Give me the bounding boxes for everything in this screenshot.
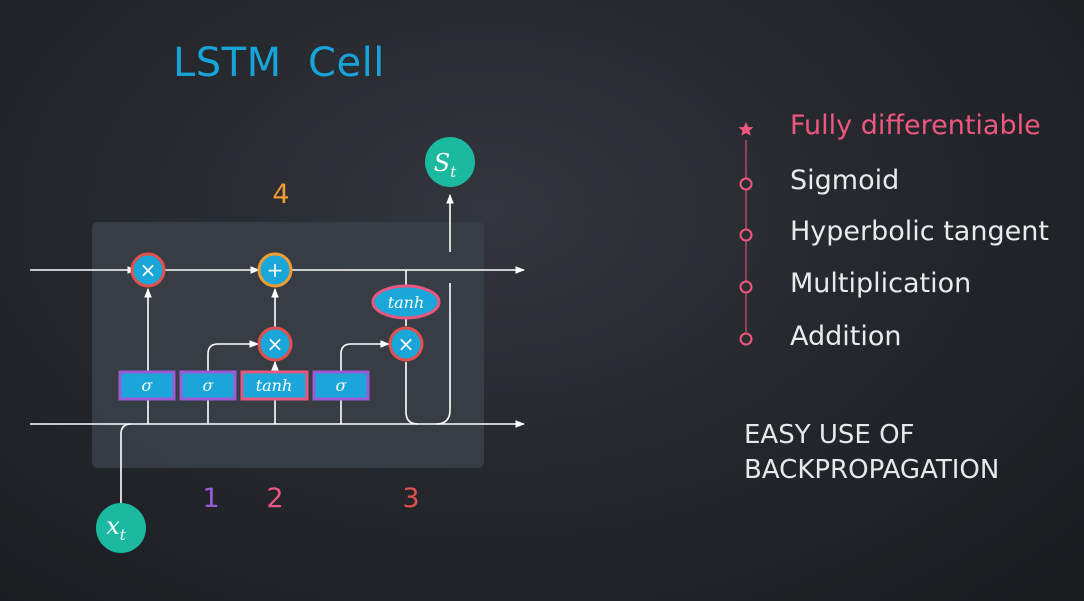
bullet-circle-icon <box>739 332 753 346</box>
gate4-out <box>340 340 390 372</box>
input-riser <box>120 423 132 508</box>
gate-sigma-2-label: σ <box>203 376 215 395</box>
step-number-4: 4 <box>272 179 289 210</box>
feature-label: Sigmoid <box>790 165 900 196</box>
step-number-3: 3 <box>402 483 419 514</box>
output-multiply-node: × <box>388 326 424 362</box>
step-number-2: 2 <box>266 483 283 514</box>
add-node: + <box>257 252 293 288</box>
svg-text:St: St <box>434 149 457 181</box>
forget-multiply-symbol: × <box>140 258 157 282</box>
step-number-1: 1 <box>202 483 219 514</box>
gate2-out <box>207 340 259 372</box>
gate-sigma-1-label: σ <box>142 376 154 395</box>
svg-text:xt: xt <box>106 512 127 544</box>
feature-label: Multiplication <box>790 268 972 299</box>
feature-label: Fully differentiable <box>790 110 1041 141</box>
input-xt-subscript: t <box>120 526 127 544</box>
output-st-node: St <box>425 137 475 187</box>
add-symbol: + <box>267 258 284 282</box>
bullet-circle-icon <box>739 177 753 191</box>
output-tanh: tanh <box>371 284 441 320</box>
backprop-note-line-2: BACKPROPAGATION <box>744 455 1000 485</box>
bullet-circle-icon <box>739 228 753 242</box>
input-xt-label: x <box>106 512 120 540</box>
gate-sigma-3-label: σ <box>336 376 348 395</box>
gate-sigma-3: σ <box>312 370 370 401</box>
forget-multiply-node: × <box>130 252 166 288</box>
bullet-circle-icon <box>739 280 753 294</box>
mult3-down <box>405 362 419 425</box>
output-tanh-label: tanh <box>388 293 425 312</box>
output-st-subscript: t <box>450 163 457 181</box>
backprop-note-line-1: EASY USE OF <box>744 420 915 450</box>
feature-label: Hyperbolic tangent <box>790 216 1049 247</box>
output-multiply-symbol: × <box>398 332 415 356</box>
output-st-label: S <box>434 149 450 177</box>
gate-tanh: tanh <box>240 370 309 401</box>
feature-label: Addition <box>790 321 902 352</box>
input-multiply-node: × <box>257 326 293 362</box>
gate-tanh-label: tanh <box>256 376 293 395</box>
input-multiply-symbol: × <box>267 332 284 356</box>
star-icon <box>738 122 754 136</box>
output-riser <box>435 283 451 425</box>
gate-sigma-1: σ <box>118 370 176 401</box>
backprop-note: EASY USE OF BACKPROPAGATION <box>744 418 1064 488</box>
gate-sigma-2: σ <box>179 370 237 401</box>
slide-title: LSTM Cell <box>173 40 385 86</box>
input-xt-node: xt <box>96 503 146 553</box>
